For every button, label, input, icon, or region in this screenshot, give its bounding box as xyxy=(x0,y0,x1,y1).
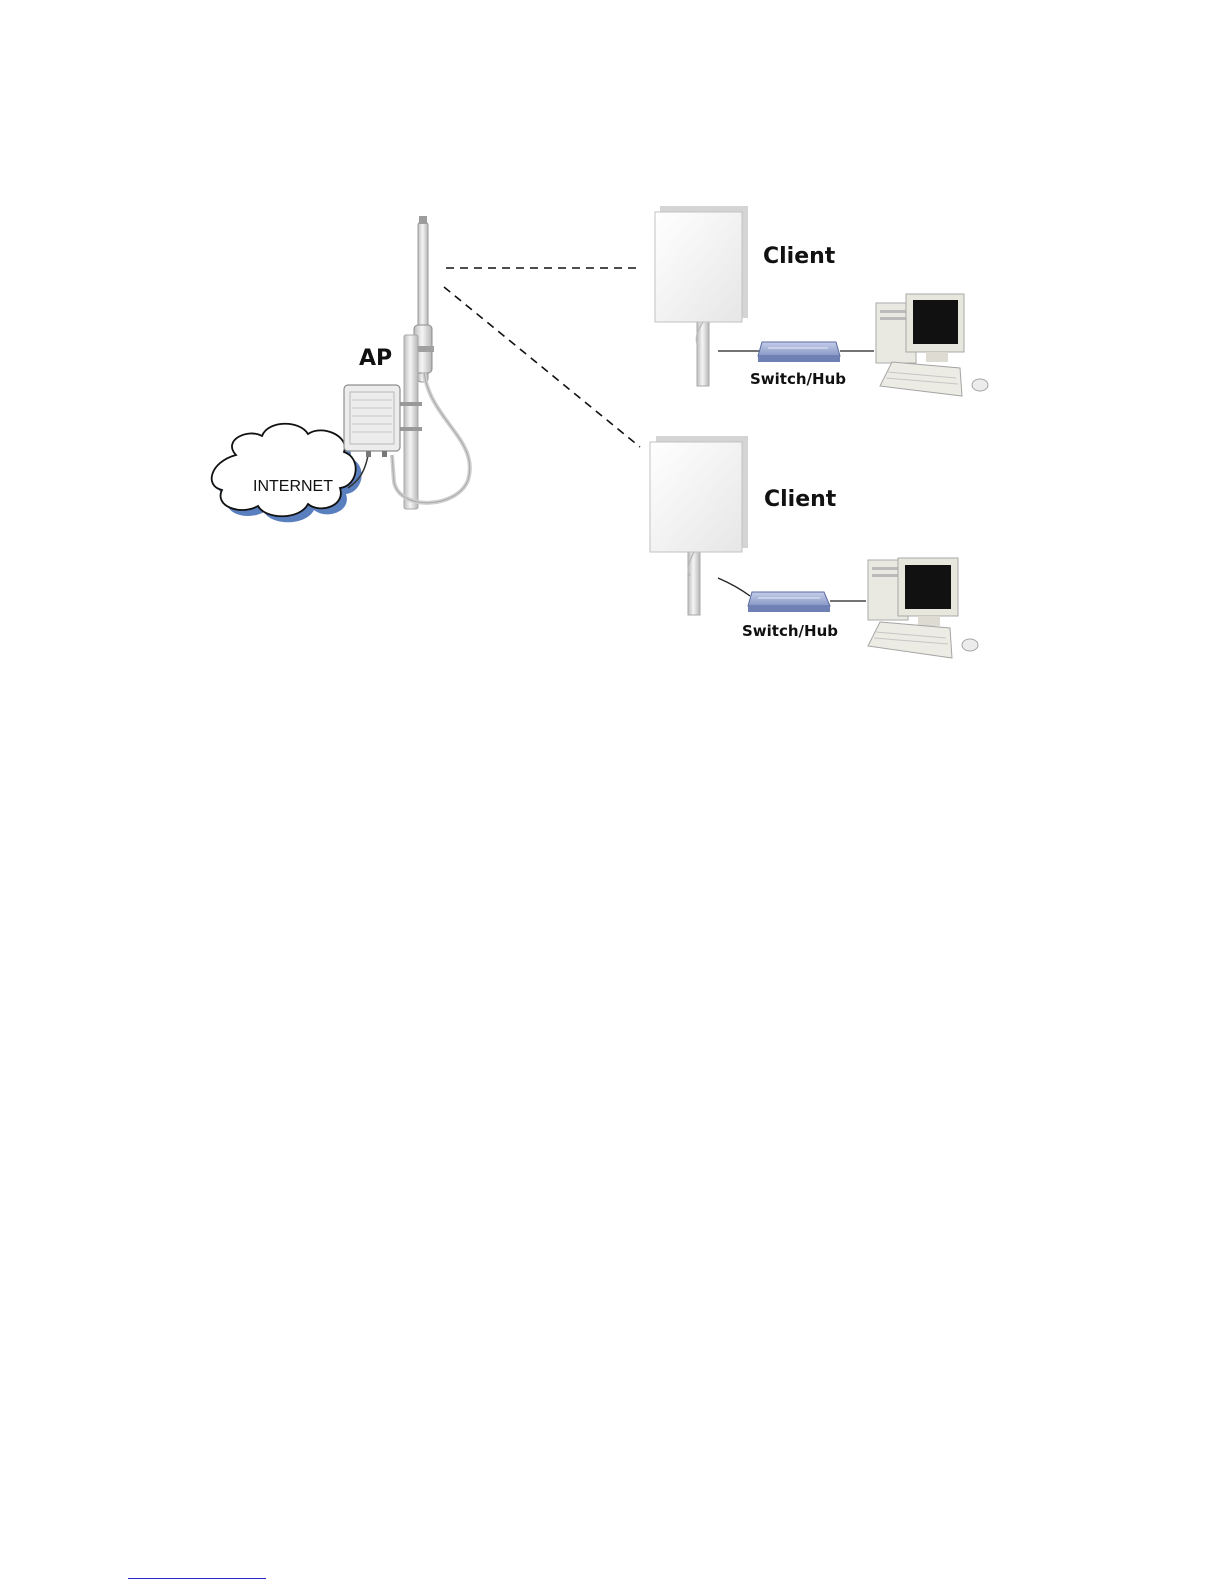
footer-rule xyxy=(128,1578,266,1579)
client-bottom-to-switch-cable xyxy=(718,578,750,596)
ap-label: AP xyxy=(359,346,392,371)
switch-bottom-label: Switch/Hub xyxy=(742,622,838,640)
desktop-computer-icon xyxy=(876,294,988,396)
outdoor-ap-enclosure-icon xyxy=(344,385,400,457)
client-top-label: Client xyxy=(763,244,836,269)
wireless-link-bottom xyxy=(444,287,640,447)
internet-cloud-icon: INTERNET xyxy=(212,424,362,523)
switch-hub-icon xyxy=(748,592,830,612)
omni-antenna-icon xyxy=(392,216,470,509)
client-top: Client Switch/Hub xyxy=(655,206,988,396)
client-bottom: Client Switch/Hub xyxy=(650,436,978,658)
panel-antenna-icon xyxy=(655,206,748,386)
switch-hub-icon xyxy=(758,342,840,362)
client-bottom-label: Client xyxy=(764,487,837,512)
panel-antenna-icon xyxy=(650,436,748,615)
desktop-computer-icon xyxy=(868,558,978,658)
internet-label: INTERNET xyxy=(253,478,333,495)
switch-top-label: Switch/Hub xyxy=(750,370,846,388)
